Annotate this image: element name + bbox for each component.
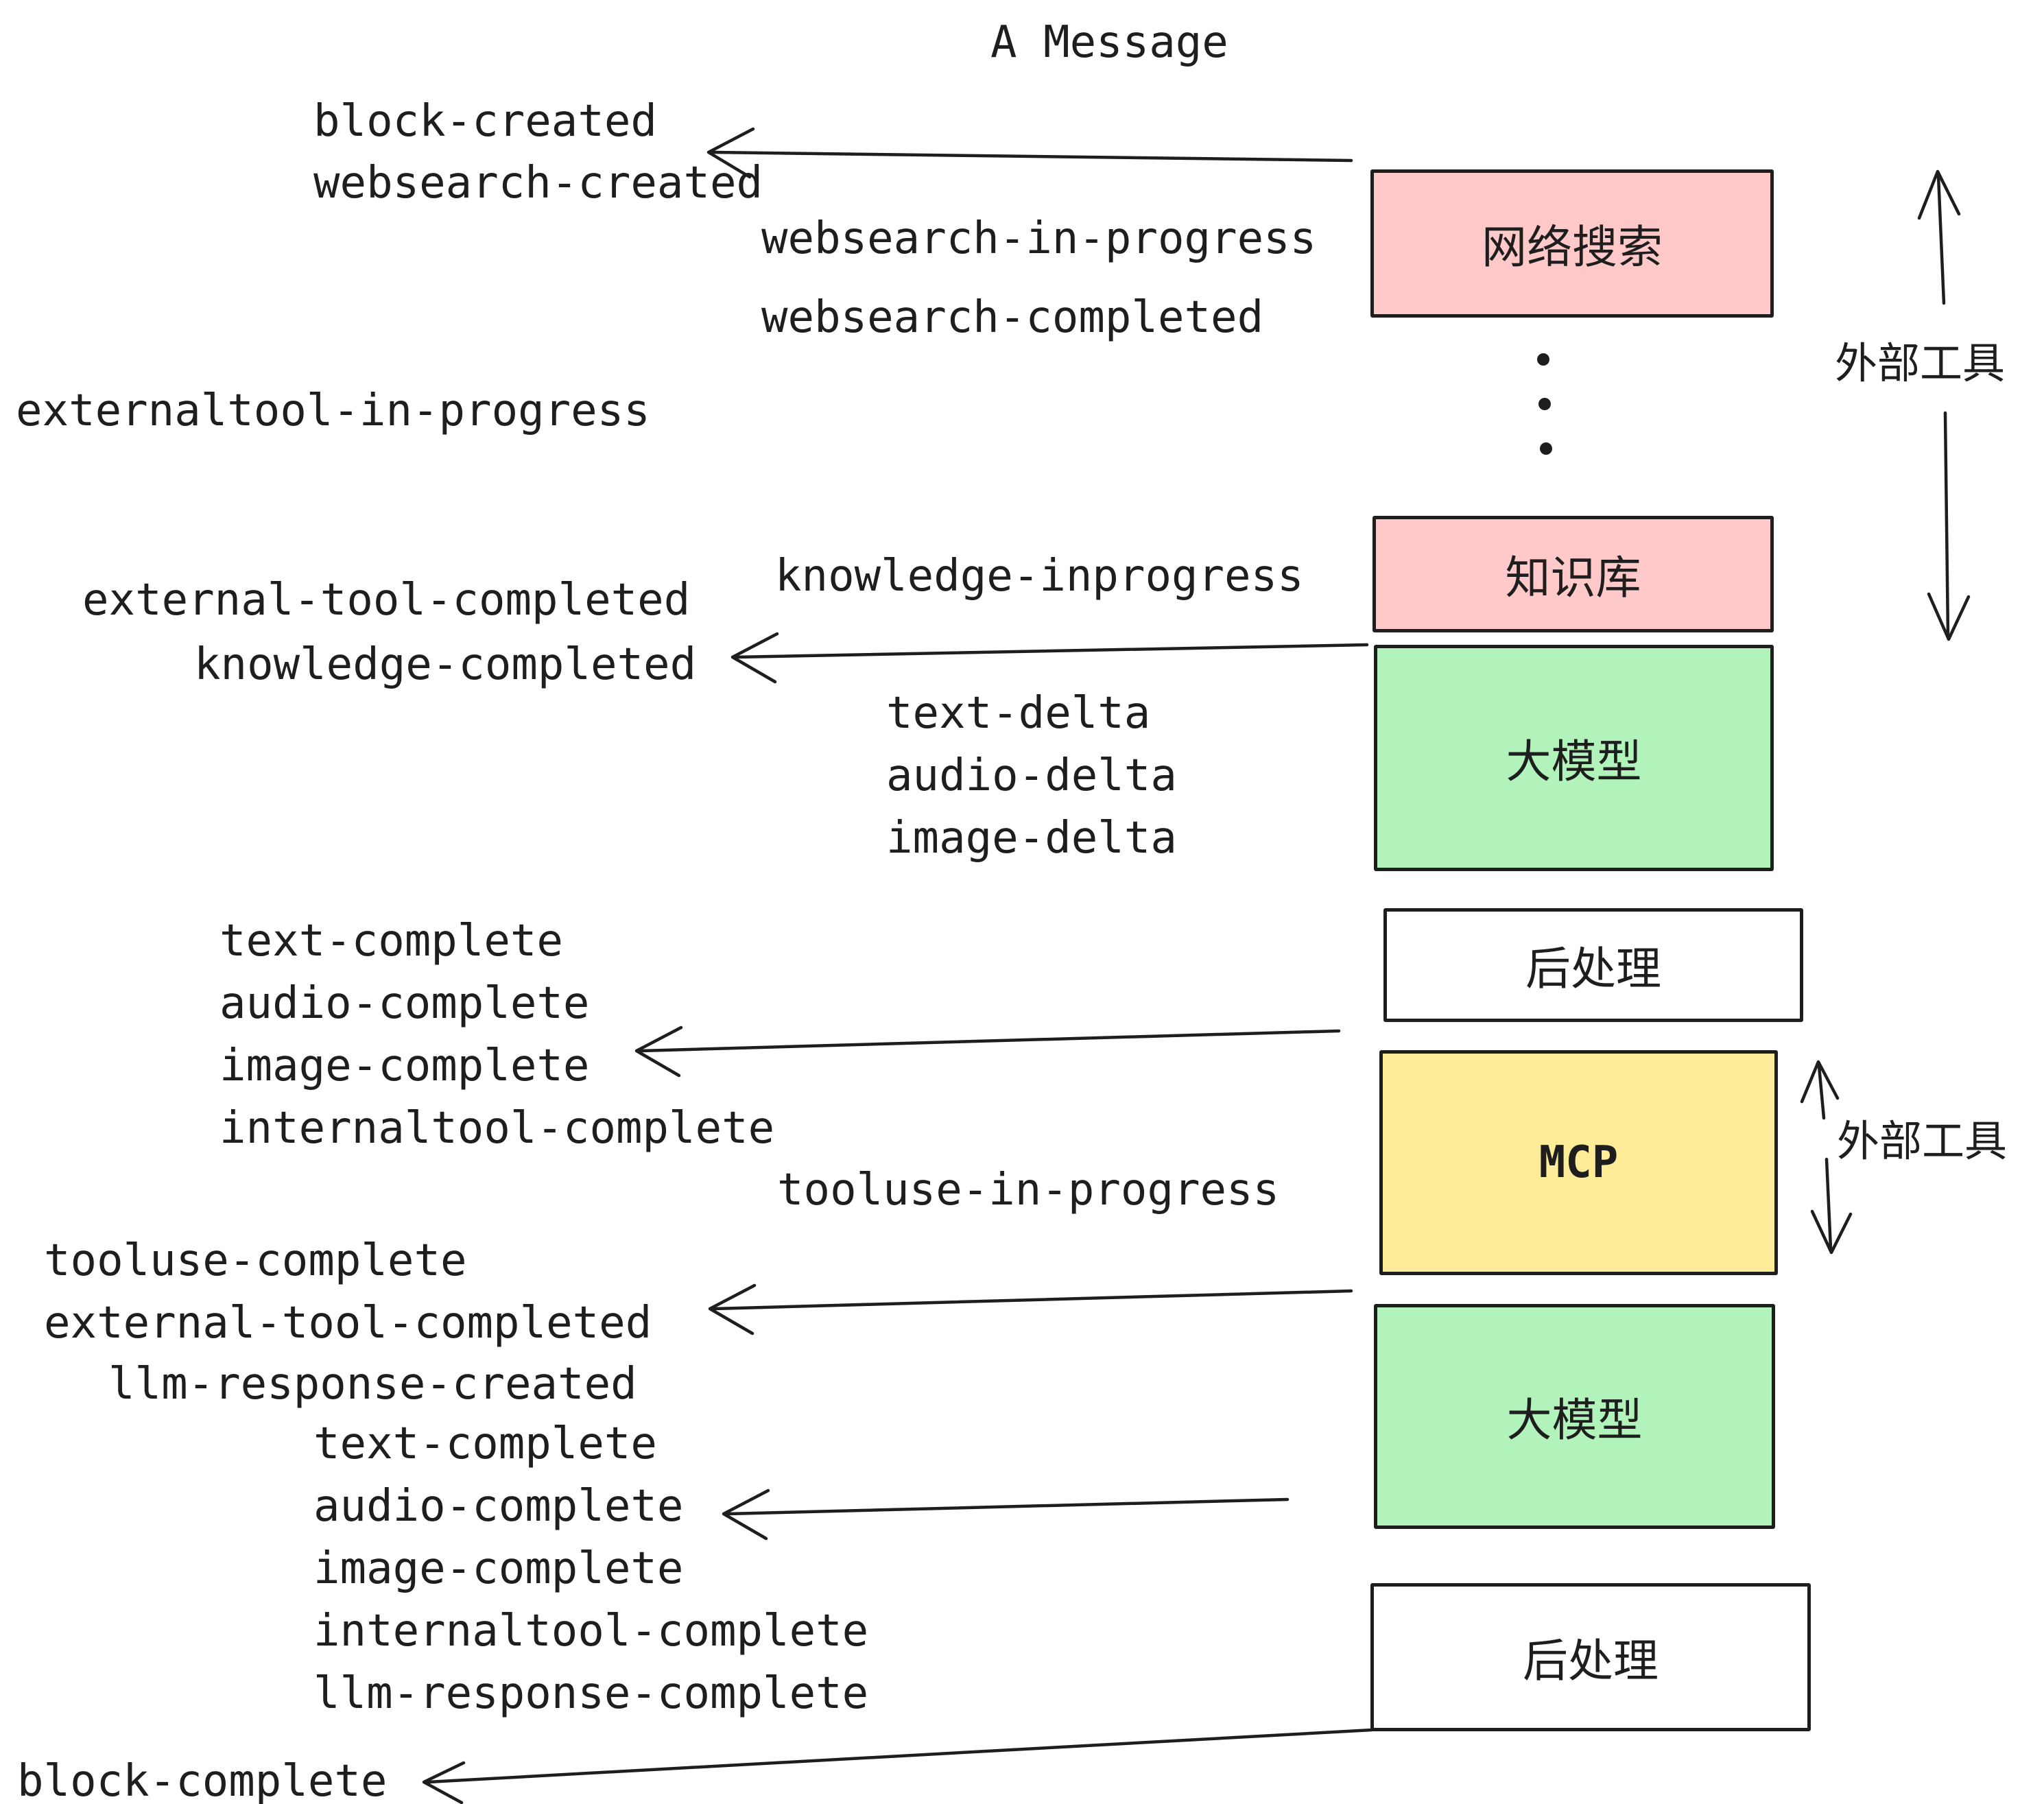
box-websearch: 网络搜索 (1370, 169, 1774, 318)
arrow-to-complete-group-2 (722, 1488, 1290, 1541)
arrow-to-block-complete (422, 1728, 1374, 1804)
external-tools-mcp-label: 外部工具 (1837, 1116, 2008, 1166)
arrow-websearch-to-created (706, 127, 1353, 179)
external-tools-top-label: 外部工具 (1835, 338, 2006, 388)
box-postprocess-1-label: 后处理 (1525, 942, 1661, 995)
event-label: websearch-completed (761, 292, 1264, 343)
box-postprocess-2: 后处理 (1370, 1583, 1811, 1731)
event-label: image-delta (886, 813, 1177, 864)
box-mcp-label: MCP (1538, 1137, 1619, 1188)
box-knowledge-label: 知识库 (1505, 551, 1641, 604)
arrow-knowledge-completed (730, 632, 1369, 684)
event-label: tooluse-complete (44, 1235, 467, 1286)
event-label: external-tool-completed (44, 1298, 652, 1349)
ellipsis-dots (1537, 353, 1552, 455)
event-label: text-complete (219, 916, 563, 966)
event-label: block-created (313, 96, 657, 147)
box-llm-2-label: 大模型 (1506, 1394, 1643, 1447)
event-label: websearch-in-progress (761, 213, 1317, 264)
event-label: externaltool-in-progress (16, 385, 650, 436)
external-tools-top-double-arrow (1917, 169, 1971, 641)
box-llm-2: 大模型 (1374, 1304, 1775, 1529)
box-websearch-label: 网络搜索 (1482, 221, 1663, 274)
event-label: knowledge-completed (194, 639, 697, 690)
box-llm-1-label: 大模型 (1506, 735, 1642, 788)
event-label: tooluse-in-progress (777, 1165, 1280, 1215)
event-label: llm-response-complete (313, 1668, 869, 1719)
external-tools-mcp-double-arrow (1800, 1060, 1853, 1255)
event-label: audio-complete (313, 1481, 684, 1532)
box-knowledge: 知识库 (1372, 516, 1774, 632)
event-label: knowledge-inprogress (775, 551, 1304, 602)
event-label: websearch-created (313, 158, 763, 209)
diagram-title: A Message (990, 17, 1228, 68)
event-label: internaltool-complete (313, 1606, 869, 1657)
box-mcp: MCP (1379, 1050, 1778, 1275)
event-label: image-complete (219, 1041, 590, 1091)
event-label: audio-complete (219, 978, 590, 1029)
event-label: internaltool-complete (219, 1103, 775, 1154)
arrow-to-complete-group-1 (634, 1025, 1341, 1078)
event-label: text-delta (886, 688, 1151, 739)
event-label: text-complete (313, 1419, 657, 1469)
event-label: block-complete (17, 1756, 388, 1804)
box-llm-1: 大模型 (1374, 645, 1774, 871)
box-postprocess-1: 后处理 (1383, 908, 1803, 1022)
arrow-to-tooluse-complete (708, 1283, 1353, 1336)
box-postprocess-2-label: 后处理 (1523, 1635, 1659, 1687)
event-label: llm-response-created (108, 1359, 637, 1410)
event-label: audio-delta (886, 750, 1177, 801)
event-label: external-tool-completed (82, 575, 691, 626)
event-label: image-complete (313, 1543, 684, 1594)
